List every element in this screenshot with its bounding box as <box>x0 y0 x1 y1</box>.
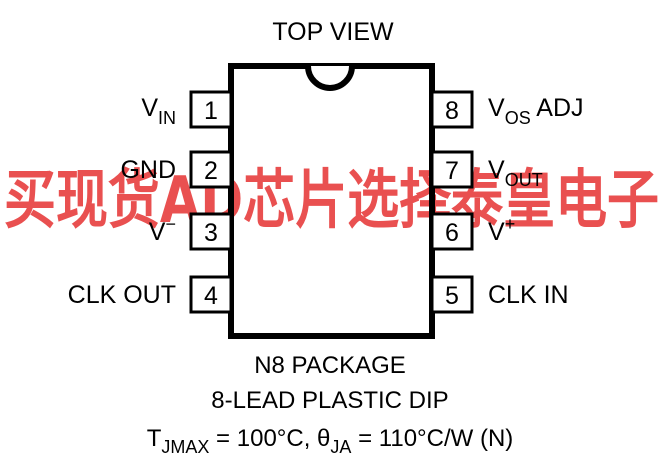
pin-number-8: 8 <box>445 97 459 125</box>
thermal-spec: TJMAX = 100°C, θJA = 110°C/W (N) <box>147 425 514 457</box>
pin-label-clk-in: CLK IN <box>488 281 569 309</box>
orientation-notch <box>305 65 355 91</box>
pin-box-4 <box>189 275 233 314</box>
pin-label-clk-out: CLK OUT <box>68 281 176 309</box>
pin-number-2: 2 <box>204 157 218 185</box>
pin-box-3 <box>189 212 233 251</box>
pin-label-vminus: V− <box>149 214 176 246</box>
pin-box-8 <box>430 90 474 129</box>
pin-label-vplus: V+ <box>488 214 515 246</box>
watermark-text: 买现货AD芯片选择泰皇电子 <box>4 164 659 238</box>
right-pins: 8 7 6 5 VOS ADJ VOUT V+ CLK IN <box>430 90 584 314</box>
top-view-label: TOP VIEW <box>272 18 394 46</box>
pin-number-1: 1 <box>204 97 218 125</box>
pin-number-3: 3 <box>204 219 218 247</box>
pin-number-7: 7 <box>445 157 459 185</box>
pin-box-2 <box>189 150 233 189</box>
pin-box-7 <box>430 150 474 189</box>
pin-number-6: 6 <box>445 219 459 247</box>
pin-box-6 <box>430 212 474 251</box>
pin-label-vin: VIN <box>141 94 176 128</box>
package-name: N8 PACKAGE <box>254 352 406 379</box>
pin-box-1 <box>189 90 233 129</box>
left-pins: 1 2 3 4 VIN GND V− CLK OUT <box>68 90 233 314</box>
pin-label-gnd: GND <box>120 156 176 184</box>
pin-label-vos-adj: VOS ADJ <box>488 94 584 128</box>
pin-number-4: 4 <box>204 282 218 310</box>
pin-number-5: 5 <box>445 282 459 310</box>
pin-box-5 <box>430 275 474 314</box>
pin-label-vout: VOUT <box>488 156 543 190</box>
package-description: 8-LEAD PLASTIC DIP <box>211 387 448 414</box>
